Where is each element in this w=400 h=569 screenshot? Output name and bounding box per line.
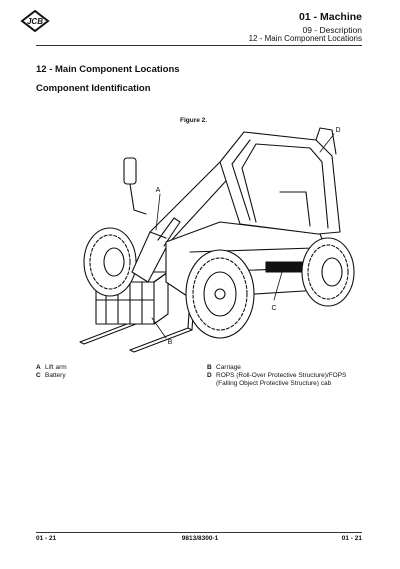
- jcb-logo: JCB: [20, 10, 50, 32]
- footer-page-right: 01 - 21: [341, 535, 362, 542]
- footer-document-number: 9813/8300-1: [181, 535, 219, 542]
- front-left-wheel-drawing: [83, 227, 137, 297]
- callout-d-label: D: [335, 127, 340, 134]
- legend-text: Battery: [45, 372, 66, 379]
- topic-heading: 12 - Main Component Locations: [248, 34, 362, 43]
- section-heading: 09 - Description: [302, 25, 362, 35]
- legend-letter: D: [207, 372, 212, 379]
- footer-divider: [36, 532, 362, 533]
- legend-text-line2: (Falling Object Protective Structure) ca…: [216, 380, 332, 387]
- legend-letter: C: [36, 372, 41, 379]
- legend-item-b: B Carriage: [207, 364, 241, 372]
- legend-item-d: D ROPS (Roll-Over Protective Structure)/F…: [207, 372, 372, 388]
- legend-letter: A: [36, 364, 41, 371]
- front-right-wheel-drawing: [185, 249, 255, 339]
- figure-caption: Figure 2.: [180, 117, 208, 124]
- callout-a-label: A: [156, 187, 161, 194]
- logo-text: JCB: [27, 17, 43, 26]
- header-divider: [36, 45, 362, 46]
- legend-text: Carriage: [216, 364, 241, 371]
- page-title: 12 - Main Component Locations: [36, 64, 180, 75]
- callout-b-label: B: [168, 339, 173, 346]
- footer-page-left: 01 - 21: [36, 535, 57, 542]
- callout-c-label: C: [271, 305, 276, 312]
- rear-wheel-drawing: [301, 237, 355, 307]
- callout-b: B: [151, 317, 173, 346]
- legend-item-a: A Lift arm: [36, 364, 67, 372]
- callout-a: A: [155, 187, 161, 231]
- callout-c: C: [271, 271, 283, 312]
- mirror-drawing: [123, 157, 147, 215]
- legend-item-c: C Battery: [36, 372, 66, 380]
- telehandler-illustration: A B C D: [79, 127, 355, 353]
- legend-text-line1: ROPS (Roll-Over Protective Structure)/FO…: [216, 372, 347, 379]
- legend-text: Lift arm: [45, 364, 67, 371]
- legend-letter: B: [207, 364, 212, 371]
- cab-drawing: [219, 127, 341, 235]
- page-subtitle: Component Identification: [36, 83, 151, 94]
- chapter-heading: 01 - Machine: [298, 11, 362, 23]
- callout-d: D: [319, 127, 341, 153]
